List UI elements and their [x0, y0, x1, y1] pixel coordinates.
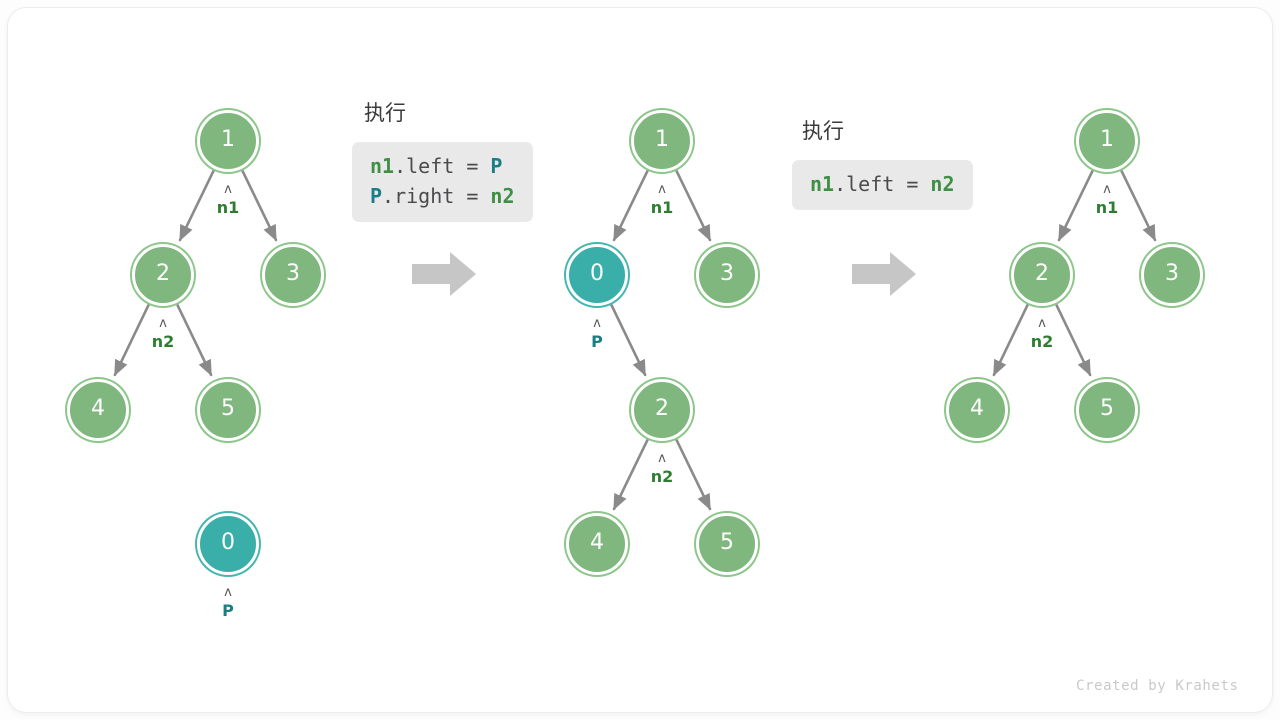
node-value: 5 [720, 530, 734, 555]
step-2-node-5: 5 [696, 513, 758, 575]
step-3-code-block: n1.left = n2 [792, 160, 973, 210]
step-1-node-0: 0 [197, 513, 259, 575]
pointer-label: n1 [650, 198, 674, 217]
code-token: .left = [394, 154, 491, 178]
step-3-edge-3 [1055, 303, 1092, 377]
step-1-node-2: 2 [132, 244, 194, 306]
node-value: 3 [1165, 261, 1179, 286]
node-value: 5 [1100, 396, 1114, 421]
code-line: P.right = n2 [370, 181, 515, 211]
step-1-node-3: 3 [262, 244, 324, 306]
code-line: n1.left = n2 [810, 169, 955, 199]
step-arrow-1 [412, 252, 476, 296]
step-1-edge-2 [113, 303, 150, 377]
step-1-node-1: 1 [197, 110, 259, 172]
step-2-node-1: 1 [631, 110, 693, 172]
step-3-edge-0 [1057, 169, 1094, 242]
caret-icon: ʌ [224, 585, 232, 600]
step-3-node-2: 2 [1011, 244, 1073, 306]
watermark-credit: Created by Krahets [1076, 678, 1239, 694]
step-3-node-4: 4 [946, 379, 1008, 441]
caret-icon: ʌ [1038, 316, 1046, 331]
node-value: 2 [1035, 261, 1049, 286]
node-value: 2 [156, 261, 170, 286]
code-token: n1 [810, 172, 835, 196]
code-token: n2 [930, 172, 955, 196]
code-token: n2 [490, 184, 515, 208]
node-value: 3 [720, 261, 734, 286]
step-2-edge-4 [675, 438, 712, 511]
code-line: n1.left = P [370, 151, 515, 181]
step-2-node-0: 0 [566, 244, 628, 306]
code-token: .right = [382, 184, 491, 208]
step-3-node-3: 3 [1141, 244, 1203, 306]
step-2-node-4: 4 [566, 513, 628, 575]
step-2-caption: 执行 [364, 101, 406, 125]
step-1-edge-3 [176, 303, 213, 377]
caret-icon: ʌ [658, 182, 666, 197]
caret-icon: ʌ [658, 451, 666, 466]
pointer-label: n2 [151, 332, 175, 351]
node-value: 4 [590, 530, 604, 555]
step-3-node-5: 5 [1076, 379, 1138, 441]
step-3-node-1: 1 [1076, 110, 1138, 172]
node-value: 1 [221, 127, 235, 152]
code-token: n1 [370, 154, 395, 178]
step-1-edge-0 [178, 169, 215, 242]
step-arrows [412, 252, 916, 296]
step-1-node-5: 5 [197, 379, 259, 441]
node-value: 0 [590, 261, 604, 286]
step-3-caption: 执行 [802, 119, 844, 143]
step-2-edge-0 [612, 169, 649, 242]
node-value: 1 [655, 127, 669, 152]
step-2-edge-2 [610, 303, 647, 377]
node-value: 3 [286, 261, 300, 286]
tree-edges [113, 169, 1157, 511]
pointer-label: n1 [1095, 198, 1119, 217]
node-value: 4 [970, 396, 984, 421]
node-value: 4 [91, 396, 105, 421]
node-value: 5 [221, 396, 235, 421]
step-2-node-2: 2 [631, 379, 693, 441]
pointer-label: n2 [1030, 332, 1054, 351]
code-token: .left = [834, 172, 931, 196]
caret-icon: ʌ [593, 316, 601, 331]
node-value: 0 [221, 530, 235, 555]
step-1-edge-1 [241, 169, 278, 242]
step-2-edge-1 [675, 169, 712, 242]
code-token: P [490, 154, 503, 178]
step-3-edge-1 [1120, 169, 1157, 242]
code-token: P [370, 184, 383, 208]
pointer-label: n1 [216, 198, 240, 217]
node-value: 1 [1100, 127, 1114, 152]
step-2-edge-3 [612, 438, 649, 511]
step-2-node-3: 3 [696, 244, 758, 306]
step-1-node-4: 4 [67, 379, 129, 441]
pointer-label: P [222, 601, 234, 620]
step-arrow-2 [852, 252, 916, 296]
step-3-edge-2 [992, 303, 1029, 377]
caret-icon: ʌ [1103, 182, 1111, 197]
pointer-label: n2 [650, 467, 674, 486]
pointer-label: P [591, 332, 603, 351]
caret-icon: ʌ [224, 182, 232, 197]
node-value: 2 [655, 396, 669, 421]
caret-icon: ʌ [159, 316, 167, 331]
